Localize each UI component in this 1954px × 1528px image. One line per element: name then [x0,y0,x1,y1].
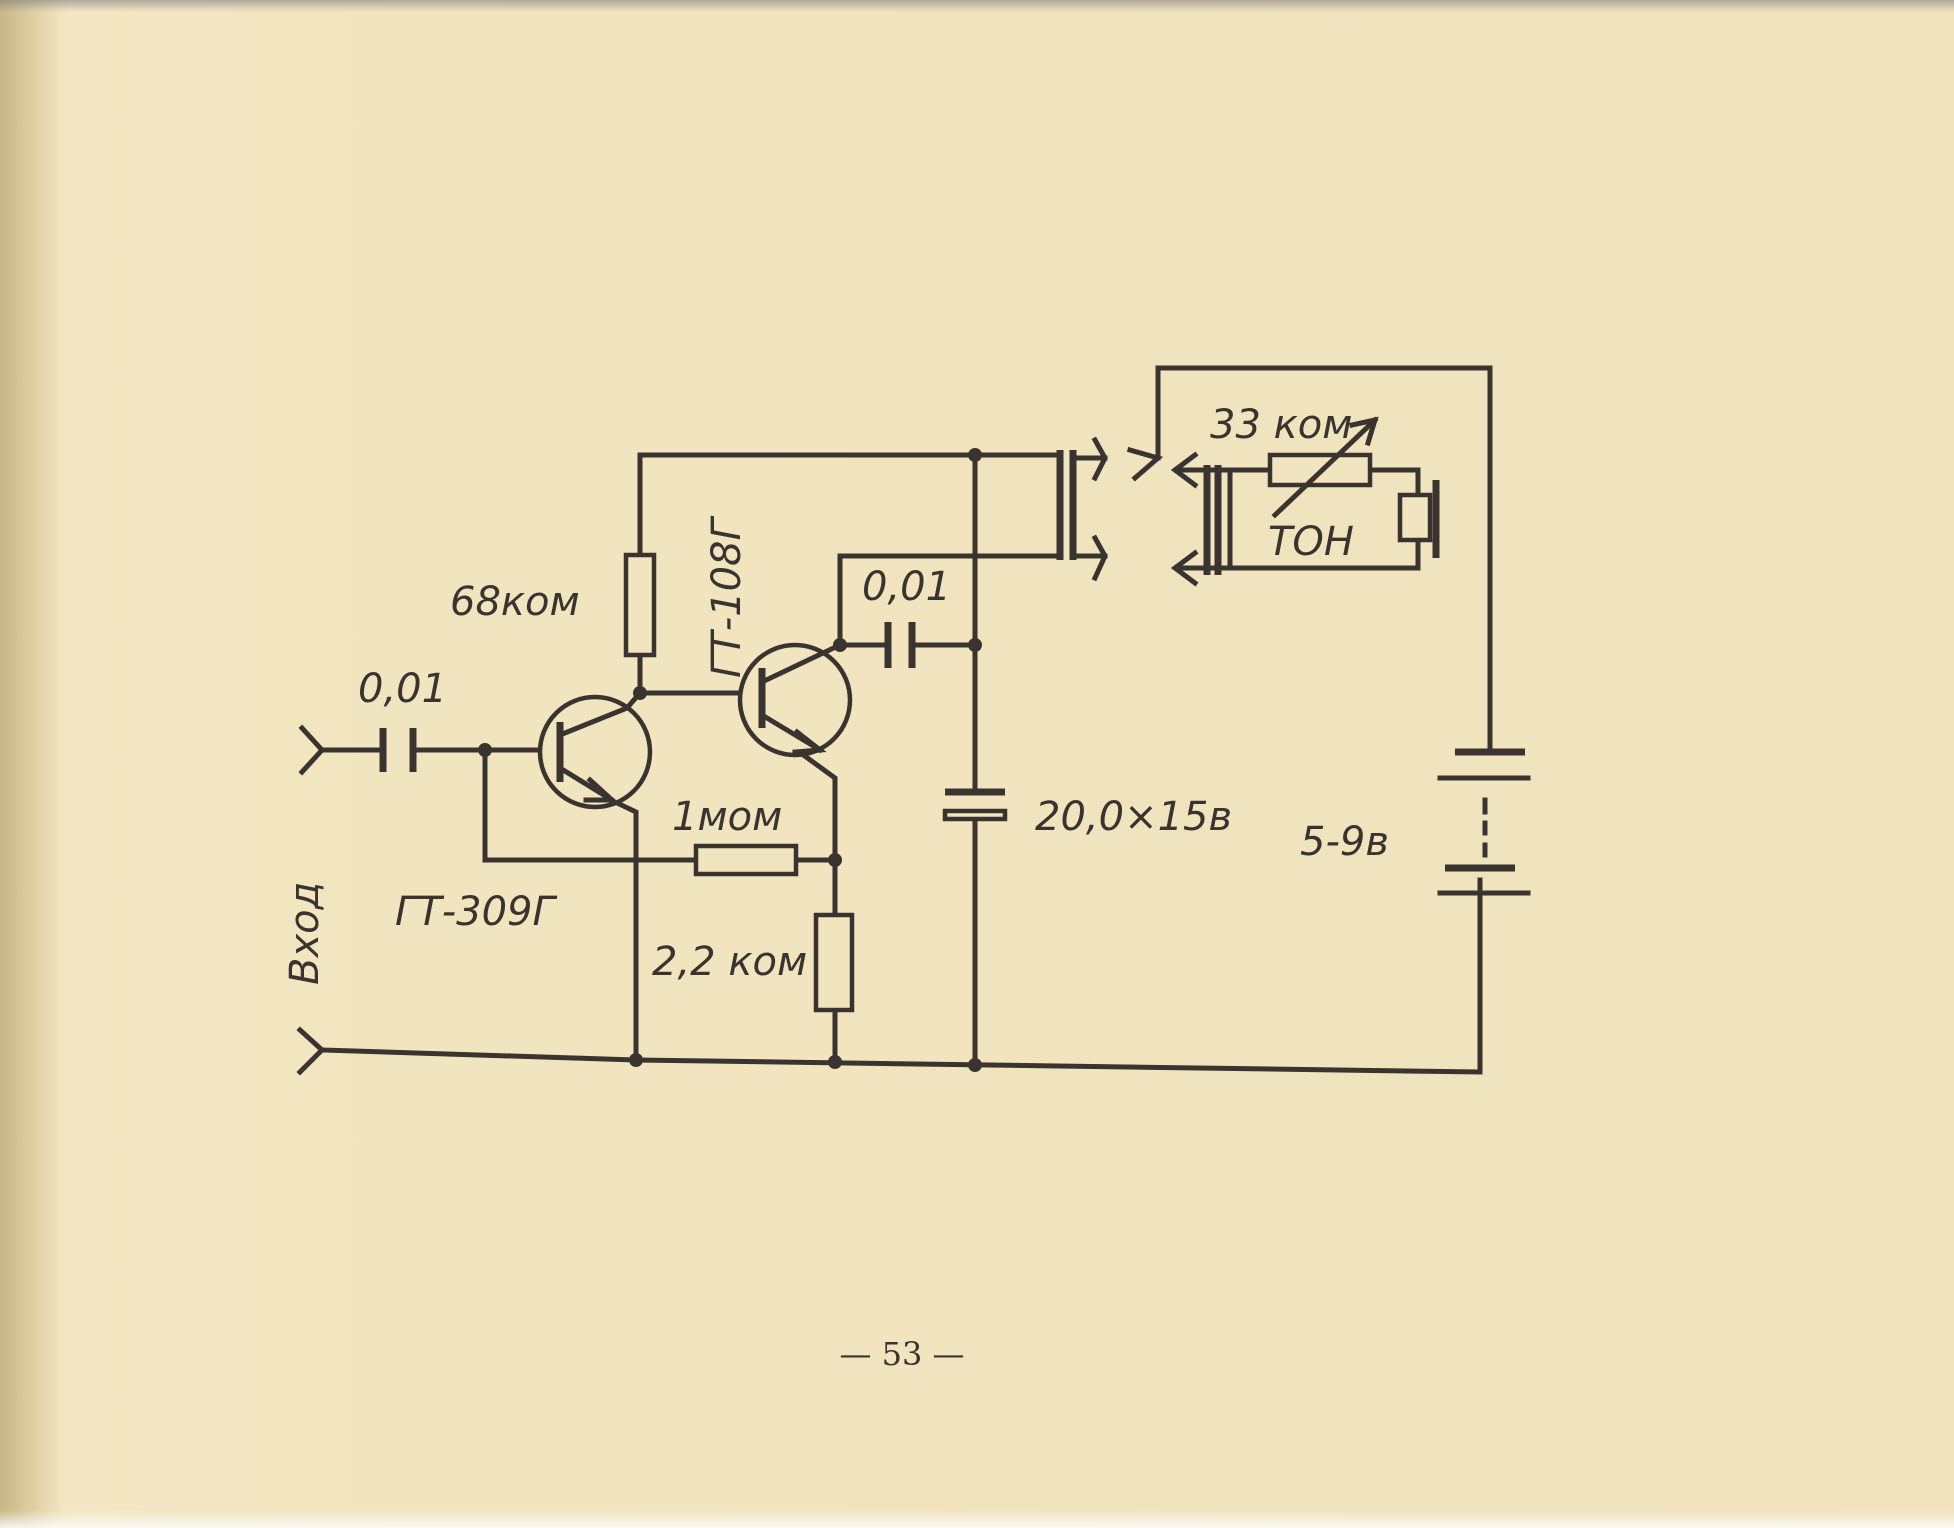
label-resistor-68k: 68ком [450,579,580,625]
output-jack [1056,436,1164,582]
headphone [1397,480,1440,558]
label-tone-resistor-name: ТОН [1268,519,1354,565]
label-transistor-t2: ГТ-108Г [704,516,750,679]
label-feedback-capacitor: 0,01 [862,564,951,610]
resistor-1m [693,843,799,877]
label-tone-resistor-value: 33 ком [1210,402,1352,448]
input-capacitor [379,728,417,772]
junctions [478,448,982,1072]
label-resistor-1m: 1мом [672,794,782,840]
transistor-t1 [537,694,653,810]
label-battery: 5-9в [1300,819,1389,865]
battery [1437,748,1531,896]
label-resistor-2k2: 2,2 ком [652,939,807,985]
label-input-capacitor: 0,01 [358,666,447,712]
page-top-edge [0,0,1954,12]
page-gutter-shadow [0,0,60,1528]
resistor-2k2 [813,912,855,1013]
transistor-t2 [737,641,853,758]
feedback-capacitor [884,622,916,668]
filter-capacitor [942,788,1008,822]
phone-plug [1170,451,1222,587]
label-filter-capacitor: 20,0×15в [1035,794,1232,840]
page-bottom-edge [0,1510,1954,1528]
label-input: Вход [282,882,328,985]
resistor-68k [623,552,657,658]
resistor-tone-variable [1267,416,1379,519]
input-jack-bottom [296,1026,326,1076]
label-transistor-t1: ГТ-309Г [395,889,558,935]
input-jack-top [298,724,326,776]
page-number: — 53 — [839,1335,964,1373]
